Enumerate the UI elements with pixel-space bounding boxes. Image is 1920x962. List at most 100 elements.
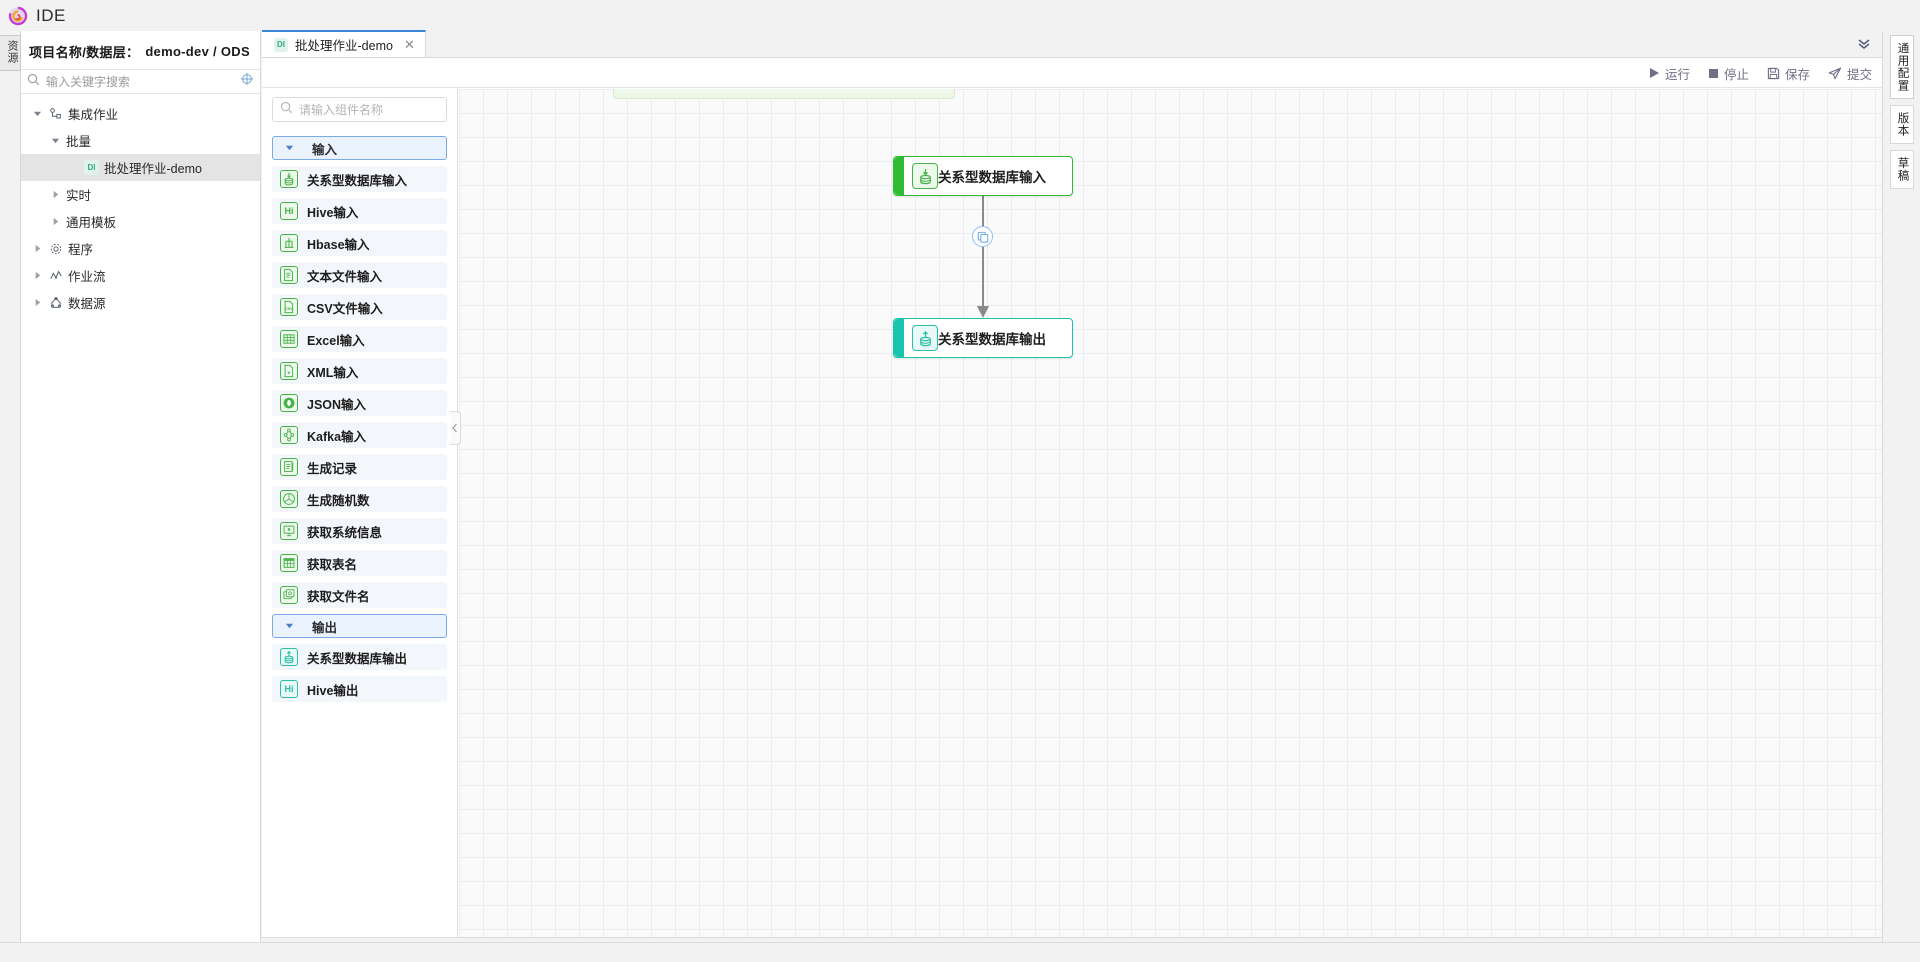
edge-layer: [977, 196, 989, 318]
stop-button-label: 停止: [1723, 67, 1749, 82]
palette-item-Kafka输入[interactable]: Kafka输入: [272, 422, 447, 448]
palette-item-label: 生成随机数: [307, 493, 370, 508]
sitemap-icon: [48, 106, 63, 121]
close-icon[interactable]: ✕: [403, 36, 415, 52]
palette-item-Excel输入[interactable]: Excel输入: [272, 326, 447, 352]
flow-canvas[interactable]: ✔ 资源保存成功: [459, 89, 1882, 937]
explorer-search-row[interactable]: [21, 69, 260, 94]
excel-grid-icon: [280, 330, 298, 348]
right-tab-general-config[interactable]: 通用配置: [1889, 35, 1914, 99]
search-icon: [280, 101, 293, 119]
palette-item-关系型数据库输入[interactable]: 关系型数据库输入: [272, 166, 447, 192]
editor-tabstrip: DI 批处理作业-demo ✕: [262, 30, 1882, 58]
palette-item-label: Excel输入: [307, 333, 365, 348]
palette-item-获取系统信息[interactable]: 获取系统信息: [272, 518, 447, 544]
tree-item-4[interactable]: 通用模板: [21, 208, 260, 235]
palette-item-label: Hive输入: [307, 205, 359, 220]
chevron-down-icon[interactable]: [49, 135, 61, 147]
flow-node-label: 关系型数据库输出: [938, 332, 1046, 347]
gear-icon: [48, 241, 63, 256]
palette-item-获取文件名[interactable]: 获取文件名: [272, 582, 447, 608]
tree-item-3[interactable]: 实时: [21, 181, 260, 208]
textfile-icon: [280, 266, 298, 284]
chevron-double-down-icon[interactable]: [1854, 35, 1874, 53]
chevron-right-icon[interactable]: [49, 189, 61, 201]
palette-item-label: XML输入: [307, 365, 359, 380]
tree-item-5[interactable]: 程序: [21, 235, 260, 262]
rail-tab-resource[interactable]: 资源: [0, 35, 21, 71]
right-rail: 通用配置 版本 草稿: [1882, 31, 1920, 962]
palette-item-获取表名[interactable]: 获取表名: [272, 550, 447, 576]
node-accent-bar: [894, 319, 904, 357]
datasource-icon: [48, 295, 63, 310]
palette-search-input[interactable]: [299, 102, 454, 117]
tree-item-0[interactable]: 集成作业: [21, 100, 260, 127]
chevron-right-icon[interactable]: [49, 216, 61, 228]
explorer-search-input[interactable]: [46, 74, 234, 89]
chevron-right-icon[interactable]: [31, 243, 43, 255]
project-header-value: demo-dev / ODS: [145, 43, 250, 59]
chevron-right-icon[interactable]: [31, 297, 43, 309]
di-badge-icon: DI: [274, 37, 288, 52]
tree-item-label: 数据源: [68, 297, 106, 311]
hive-icon: Hi: [280, 202, 298, 220]
palette-group-输入[interactable]: 输入: [272, 136, 447, 160]
monitor-icon: [280, 522, 298, 540]
database-in-icon: [912, 163, 938, 189]
chevron-down-icon[interactable]: [31, 108, 43, 120]
palette-item-Hive输入[interactable]: Hi Hive输入: [272, 198, 447, 224]
palette-item-label: Hive输出: [307, 683, 359, 698]
chevron-down-icon: [285, 141, 294, 155]
submit-button[interactable]: 提交: [1828, 64, 1872, 83]
stop-button[interactable]: 停止: [1708, 64, 1749, 83]
explorer-panel: 项目名称/数据层： demo-dev / ODS 集成作业批量DI批处理作业-d…: [21, 31, 261, 942]
submit-button-label: 提交: [1846, 67, 1872, 82]
hbase-icon: [280, 234, 298, 252]
palette-item-label: CSV文件输入: [307, 301, 383, 316]
tab-batch-job-demo[interactable]: DI 批处理作业-demo ✕: [262, 30, 426, 57]
flow-node-label: 关系型数据库输入: [938, 170, 1046, 185]
palette-item-文本文件输入[interactable]: 文本文件输入: [272, 262, 447, 288]
chevron-down-icon: [285, 619, 294, 633]
table-icon: [280, 554, 298, 572]
run-button[interactable]: 运行: [1648, 64, 1690, 83]
tree-item-label: 批量: [66, 135, 92, 149]
palette-group-输出[interactable]: 输出: [272, 614, 447, 638]
edge-badge-copy[interactable]: [972, 226, 993, 247]
save-button[interactable]: 保存: [1767, 64, 1810, 83]
palette-item-生成记录[interactable]: 生成记录: [272, 454, 447, 480]
node-accent-bar: [894, 157, 904, 195]
editor-toolbar: 运行 停止 保存 提交: [262, 58, 1882, 88]
tree-item-label: 实时: [66, 189, 92, 203]
tree-item-6[interactable]: 作业流: [21, 262, 260, 289]
flow-node-db-output[interactable]: 关系型数据库输出: [893, 318, 1073, 358]
palette-item-label: 获取表名: [307, 557, 358, 572]
save-button-label: 保存: [1784, 67, 1810, 82]
palette-item-生成随机数[interactable]: 生成随机数: [272, 486, 447, 512]
tree-item-7[interactable]: 数据源: [21, 289, 260, 316]
toast-notification: ✔ 资源保存成功: [613, 89, 955, 99]
record-icon: [280, 458, 298, 476]
chevron-right-icon[interactable]: [31, 270, 43, 282]
palette-collapse-handle[interactable]: [450, 411, 461, 445]
flow-node-db-input[interactable]: 关系型数据库输入: [893, 156, 1073, 196]
palette-item-JSON输入[interactable]: JSON输入: [272, 390, 447, 416]
run-button-label: 运行: [1664, 67, 1690, 82]
editor-area: DI 批处理作业-demo ✕ 运行 停止: [262, 30, 1882, 962]
spiral-logo-icon: [8, 6, 28, 26]
crosshair-icon[interactable]: [240, 72, 254, 91]
palette-item-Hbase输入[interactable]: Hbase输入: [272, 230, 447, 256]
right-tab-draft[interactable]: 草稿: [1889, 150, 1914, 189]
right-tab-version[interactable]: 版本: [1889, 105, 1914, 144]
tree-item-1[interactable]: 批量: [21, 127, 260, 154]
tree-caret-none: [67, 162, 79, 174]
palette-search-row[interactable]: [272, 97, 454, 122]
palette-item-关系型数据库输出[interactable]: 关系型数据库输出: [272, 644, 447, 670]
